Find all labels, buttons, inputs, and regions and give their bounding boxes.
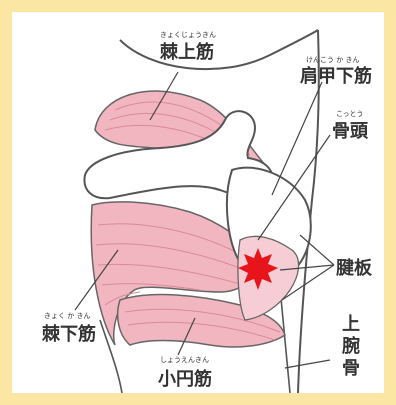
infraspinatus-label: 棘下筋 bbox=[42, 323, 96, 345]
humerus-label-1: 上 bbox=[342, 314, 360, 335]
teres-minor-label: 小円筋 bbox=[158, 368, 212, 390]
teres-minor-ruby: しょうえんきん bbox=[160, 356, 209, 364]
subscapularis-label: 肩甲下筋 bbox=[300, 65, 372, 87]
subscapularis-ruby: けんこう か きん bbox=[306, 56, 359, 64]
supraspinatus-ruby: きょくじょうきん bbox=[160, 31, 216, 39]
tendon-plate-label: 腱板 bbox=[336, 257, 373, 279]
supraspinatus-label: 棘上筋 bbox=[160, 41, 214, 63]
humerus-label-2: 腕 bbox=[342, 335, 360, 357]
infraspinatus-ruby: きょく か きん bbox=[44, 312, 90, 320]
leader-humerus bbox=[285, 360, 330, 368]
humeral-head-label: 骨頭 bbox=[332, 121, 369, 142]
shoulder-contour bbox=[120, 30, 318, 69]
humerus-label-3: 骨 bbox=[342, 358, 360, 379]
humeral-head-ruby: こっとう bbox=[336, 110, 364, 118]
